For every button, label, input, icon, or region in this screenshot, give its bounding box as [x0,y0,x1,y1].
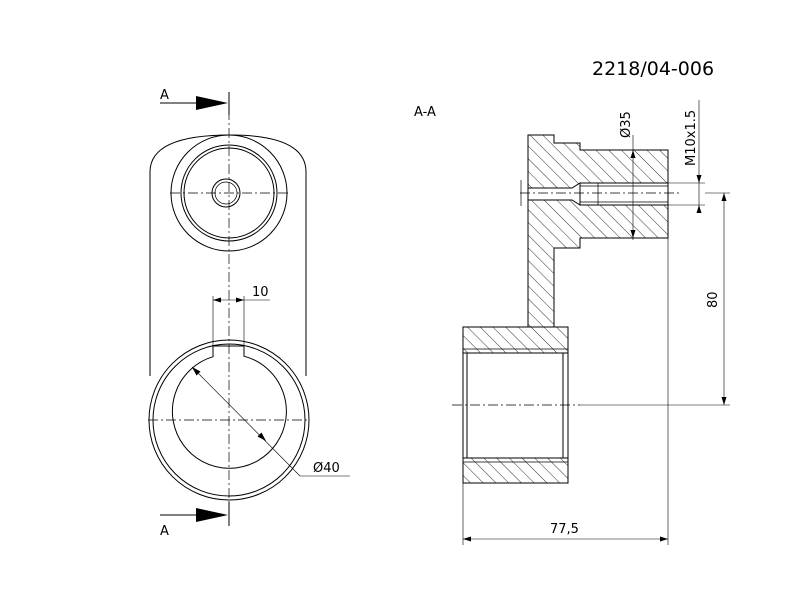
section-view: A-A Ø35 [414,100,730,545]
key-width-label: 10 [252,285,269,300]
center-distance-dimension [580,192,730,406]
section-label: A-A [414,105,436,120]
front-view: A A 10 Ø40 [148,88,350,539]
thread-label: M10x1.5 [684,110,699,166]
thread-dimension [668,100,705,213]
bore-diameter-dimension [191,366,350,477]
upper-hub-outer-circle [170,134,288,252]
drawing-number: 2218/04-006 [592,58,714,80]
key-width-dimension [212,296,270,350]
boss-diameter-label: Ø35 [619,111,634,138]
bore-diameter-label: Ø40 [313,461,340,476]
cut-label-top: A [160,88,169,103]
cut-plane-arrow-bottom [160,502,230,526]
boss-diameter-dimension [630,135,636,240]
cut-plane-arrow-top [160,92,230,115]
upper-hub-boss-inner-circle [183,147,275,239]
upper-hub-boss-circle [180,144,278,242]
cut-label-bottom: A [160,524,169,539]
overall-width-dimension [462,238,669,545]
threaded-hole-circle [211,178,241,208]
threaded-hole-inner-circle [214,181,238,205]
lower-hub-inner-circle [152,343,306,497]
overall-width-label: 77,5 [550,522,579,537]
center-distance-label: 80 [706,291,721,308]
lever-section-hatched [527,134,669,328]
lower-hub-outer-circle [148,339,310,501]
bore-with-keyway [171,345,287,469]
